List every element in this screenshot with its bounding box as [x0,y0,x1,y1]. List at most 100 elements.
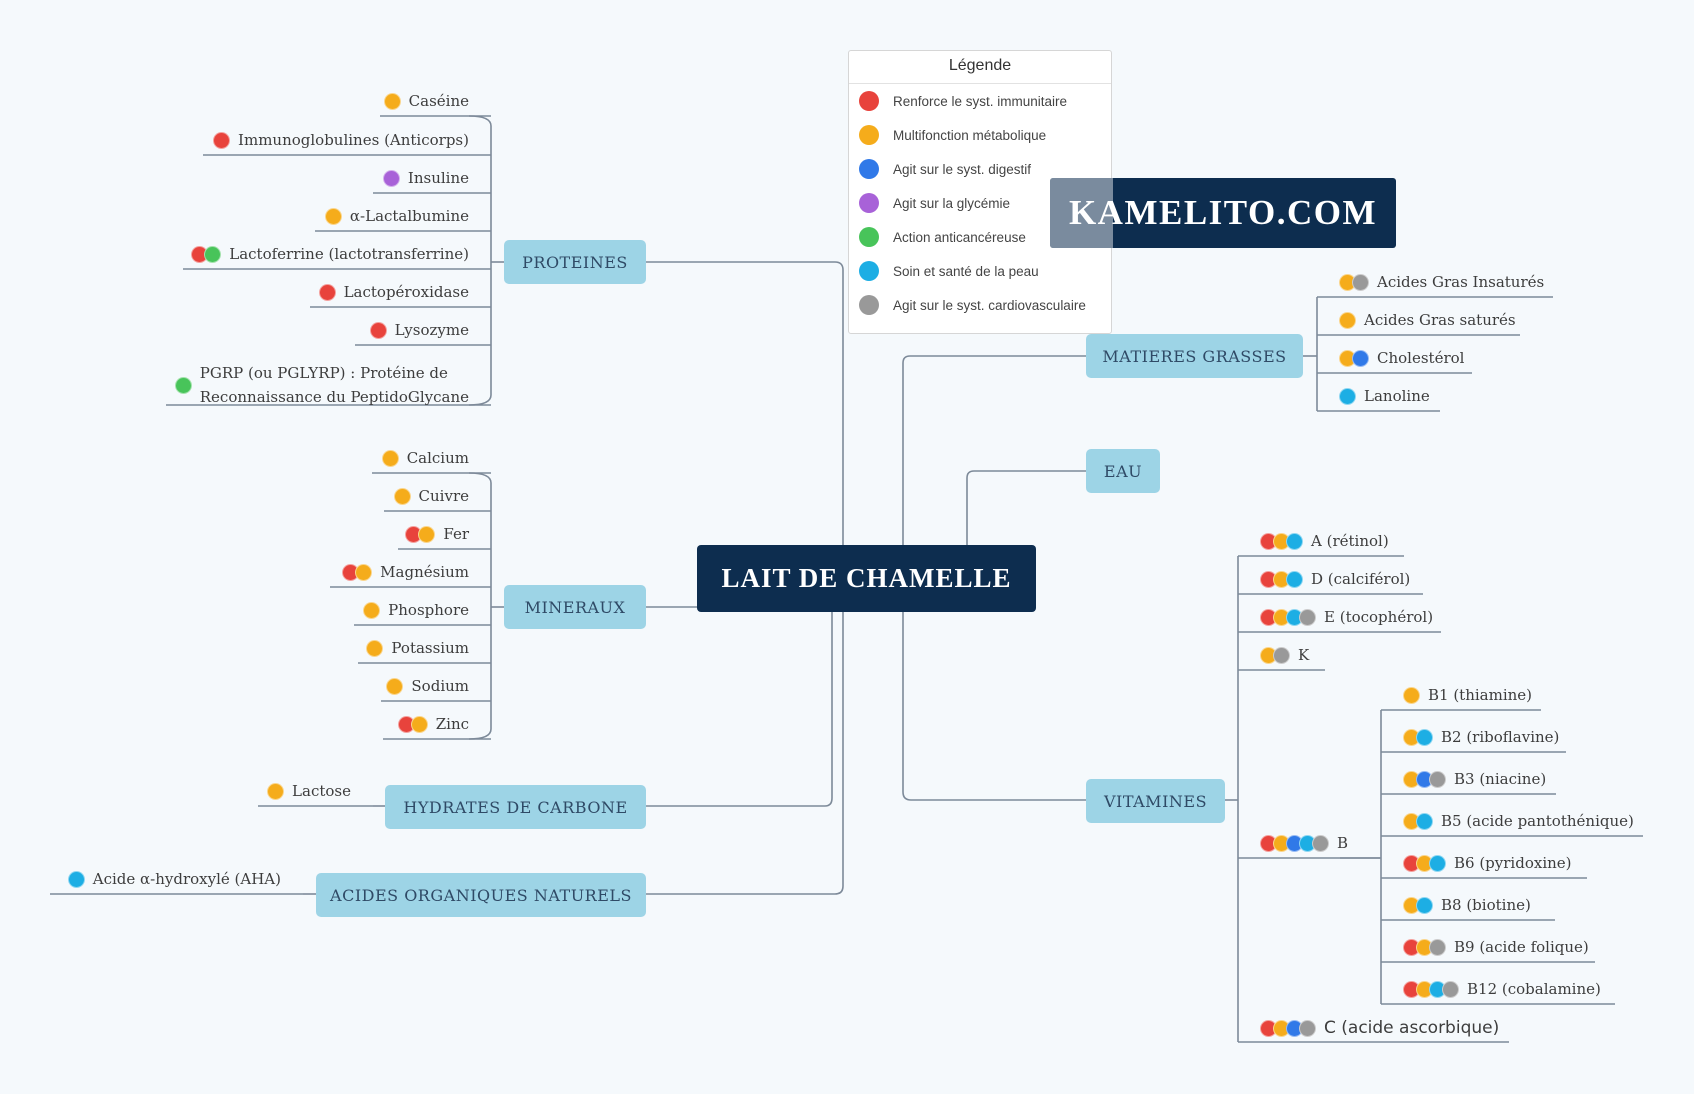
topic-leaf-label: Acide α-hydroxylé (AHA) [92,870,281,888]
legend-color-dot-icon [859,159,879,179]
topic-leaf[interactable]: B9 (acide folique) [1403,936,1589,959]
marker-dots [381,449,399,467]
marker-dot-icon [67,870,85,888]
topic-leaf[interactable]: B3 (niacine) [1403,768,1546,791]
topic-leaf-label: Fer [443,525,469,543]
legend-item: Soin et santé de la peau [859,261,1039,281]
topic-leaf-label: D (calciférol) [1311,570,1411,588]
topic-leaf[interactable]: Acides Gras Insaturés [1339,271,1544,294]
marker-dot-icon [418,525,436,543]
topic-leaf-label: Phosphore [388,601,469,619]
topic-leaf-label: Insuline [407,169,469,187]
topic-leaf[interactable]: Cuivre [393,485,469,508]
topic-leaf[interactable]: K [1260,644,1309,667]
topic-leaf[interactable]: B2 (riboflavine) [1403,726,1559,749]
legend-item: Action anticancéreuse [859,227,1026,247]
topic-leaf[interactable]: Lysozyme [369,319,469,342]
topic-leaf[interactable]: B6 (pyridoxine) [1403,852,1572,875]
topic-leaf-label-line1: PGRP (ou PGLYRP) : Protéine de [199,364,448,382]
topic-leaf-label: E (tocophérol) [1324,608,1434,626]
topic-leaf[interactable]: Lactose [267,780,351,803]
topic-leaf[interactable]: B12 (cobalamine) [1403,978,1601,1001]
marker-dot-icon [382,169,400,187]
marker-dot-icon [1416,728,1433,746]
topic-leaf-label: Magnésium [380,563,469,581]
marker-dots [393,487,411,505]
topic-leaf[interactable]: D (calciférol) [1260,568,1410,591]
legend-item: Multifonction métabolique [859,125,1046,145]
marker-dot-icon [174,376,192,394]
topic-leaf[interactable]: Acides Gras saturés [1339,309,1516,332]
connector-line [902,355,1086,545]
legend-item-label: Soin et santé de la peau [893,263,1039,279]
topic-leaf-label: B5 (acide pantothénique) [1441,812,1634,830]
marker-dot-icon [1352,273,1369,291]
marker-dot-icon [355,563,373,581]
topic-leaf[interactable]: Lactopéroxidase [318,281,469,304]
topic-leaf-label: Lactose [292,782,351,800]
topic-leaf[interactable]: Zinc [397,713,469,736]
marker-dot-icon [324,207,342,225]
marker-dot-icon [204,245,222,263]
root-node[interactable]: LAIT DE CHAMELLE [697,545,1036,612]
category-proteines[interactable]: PROTEINES [504,240,646,284]
topic-leaf-label: Cuivre [418,487,469,505]
topic-leaf[interactable]: Acide α-hydroxylé (AHA) [67,868,281,891]
topic-leaf-label: Calcium [406,449,469,467]
topic-leaf[interactable]: Cholestérol [1339,347,1464,370]
legend-item: Agit sur le syst. digestif [859,159,1031,179]
marker-dot-icon [318,283,336,301]
category-mineraux[interactable]: MINERAUX [504,585,646,629]
marker-dot-icon [383,92,401,110]
topic-leaf[interactable]: Potassium [366,637,469,660]
legend-item-label: Agit sur la glycémie [893,195,1011,211]
topic-leaf-label: Cholestérol [1377,349,1465,367]
topic-leaf[interactable]: Caséine [383,90,469,113]
topic-leaf-label-line2: Reconnaissance du PeptidoGlycane [199,388,469,406]
topic-leaf[interactable]: B1 (thiamine) [1403,684,1532,707]
marker-dot-icon [393,487,411,505]
topic-leaf-label: A (rétinol) [1311,532,1389,550]
topic-leaf[interactable]: Lanoline [1339,385,1430,408]
connector-line [646,612,833,807]
category-matieres-grasses[interactable]: MATIERES GRASSES [1086,334,1303,378]
topic-leaf[interactable]: Calcium [381,447,469,470]
marker-dot-icon [1286,570,1303,588]
topic-leaf[interactable]: E (tocophérol) [1260,606,1433,629]
marker-dot-icon [366,639,384,657]
marker-dots [342,563,373,581]
connector-line [468,115,492,406]
topic-leaf[interactable]: Phosphore [363,599,469,622]
topic-leaf[interactable]: Lactoferrine (lactotransferrine) [191,243,469,266]
topic-leaf-label: B6 (pyridoxine) [1454,854,1572,872]
topic-leaf[interactable]: Fer [405,523,469,546]
topic-leaf-label: Lactopéroxidase [343,283,469,301]
legend-item: Agit sur la glycémie [859,193,1011,213]
marker-dot-icon [1429,770,1446,788]
marker-dot-icon [363,601,381,619]
legend-item: Renforce le syst. immunitaire [859,91,1067,111]
topic-leaf[interactable]: B [1260,832,1348,855]
topic-leaf[interactable]: A (rétinol) [1260,530,1389,553]
topic-leaf[interactable]: PGRP (ou PGLYRP) : Protéine de Reconnaiss… [174,361,469,409]
brand-banner: KAMELITO.COM [1050,178,1396,248]
topic-leaf[interactable]: α-Lactalbumine [324,205,469,228]
marker-dot-icon [213,131,231,149]
topic-leaf[interactable]: Insuline [382,167,469,190]
topic-leaf-label: PGRP (ou PGLYRP) : Protéine de Reconnaiss… [200,361,469,409]
topic-leaf[interactable]: Sodium [386,675,469,698]
topic-leaf[interactable]: B5 (acide pantothénique) [1403,810,1634,833]
topic-leaf[interactable]: Immunoglobulines (Anticorps) [213,129,469,152]
category-acides-organiques[interactable]: ACIDES ORGANIQUES NATURELS [316,873,646,917]
category-hydrates-de-carbone[interactable]: HYDRATES DE CARBONE [385,785,646,829]
marker-dots [363,601,381,619]
topic-leaf[interactable]: C (acide ascorbique) [1260,1016,1499,1042]
marker-dots [405,525,436,543]
topic-leaf-label: Lactoferrine (lactotransferrine) [229,245,469,263]
category-eau[interactable]: EAU [1086,449,1160,493]
topic-leaf[interactable]: B8 (biotine) [1403,894,1531,917]
topic-leaf[interactable]: Magnésium [342,561,469,584]
topic-leaf-label: Lanoline [1364,387,1430,405]
category-vitamines[interactable]: VITAMINES [1086,779,1225,823]
